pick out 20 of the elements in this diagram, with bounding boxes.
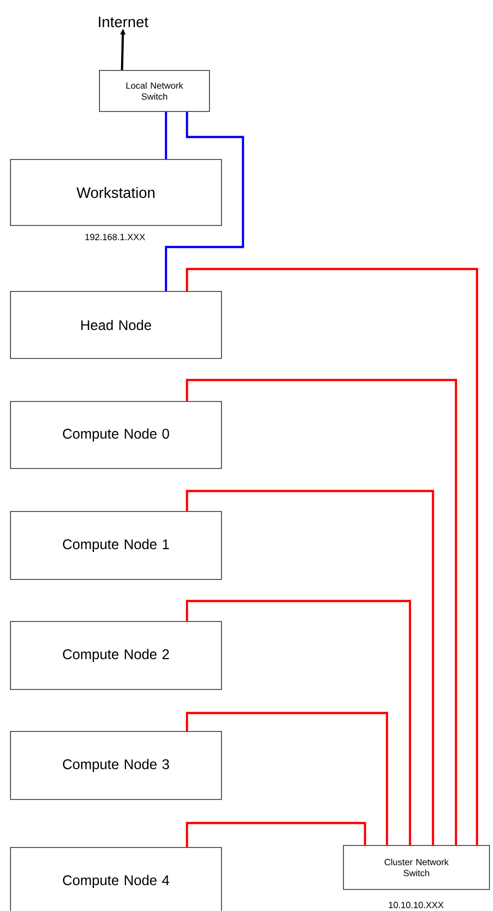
- address-label: 192.168.1.XXX: [85, 234, 146, 240]
- network-box: Compute Node 2: [10, 621, 222, 690]
- network-box: Cluster Network Switch: [343, 845, 490, 890]
- network-box: Compute Node 3: [10, 731, 222, 800]
- network-box: Compute Node 0: [10, 401, 222, 469]
- network-box: Compute Node 4: [10, 847, 222, 911]
- node-label: Internet: [98, 16, 148, 28]
- address-label: 10.10.10.XXX: [388, 902, 444, 908]
- network-box: Compute Node 1: [10, 511, 222, 580]
- network-box: Workstation: [10, 159, 222, 226]
- network-box: Local Network Switch: [99, 70, 210, 112]
- cable-line: [186, 600, 412, 845]
- cable-line: [186, 712, 388, 845]
- network-box: Head Node: [10, 291, 222, 359]
- cable-line: [186, 268, 478, 845]
- cable-line: [164, 112, 244, 291]
- cable-line: [164, 112, 168, 160]
- cable-line: [186, 378, 458, 845]
- cable-line: [186, 822, 366, 847]
- cable-line: [186, 490, 434, 845]
